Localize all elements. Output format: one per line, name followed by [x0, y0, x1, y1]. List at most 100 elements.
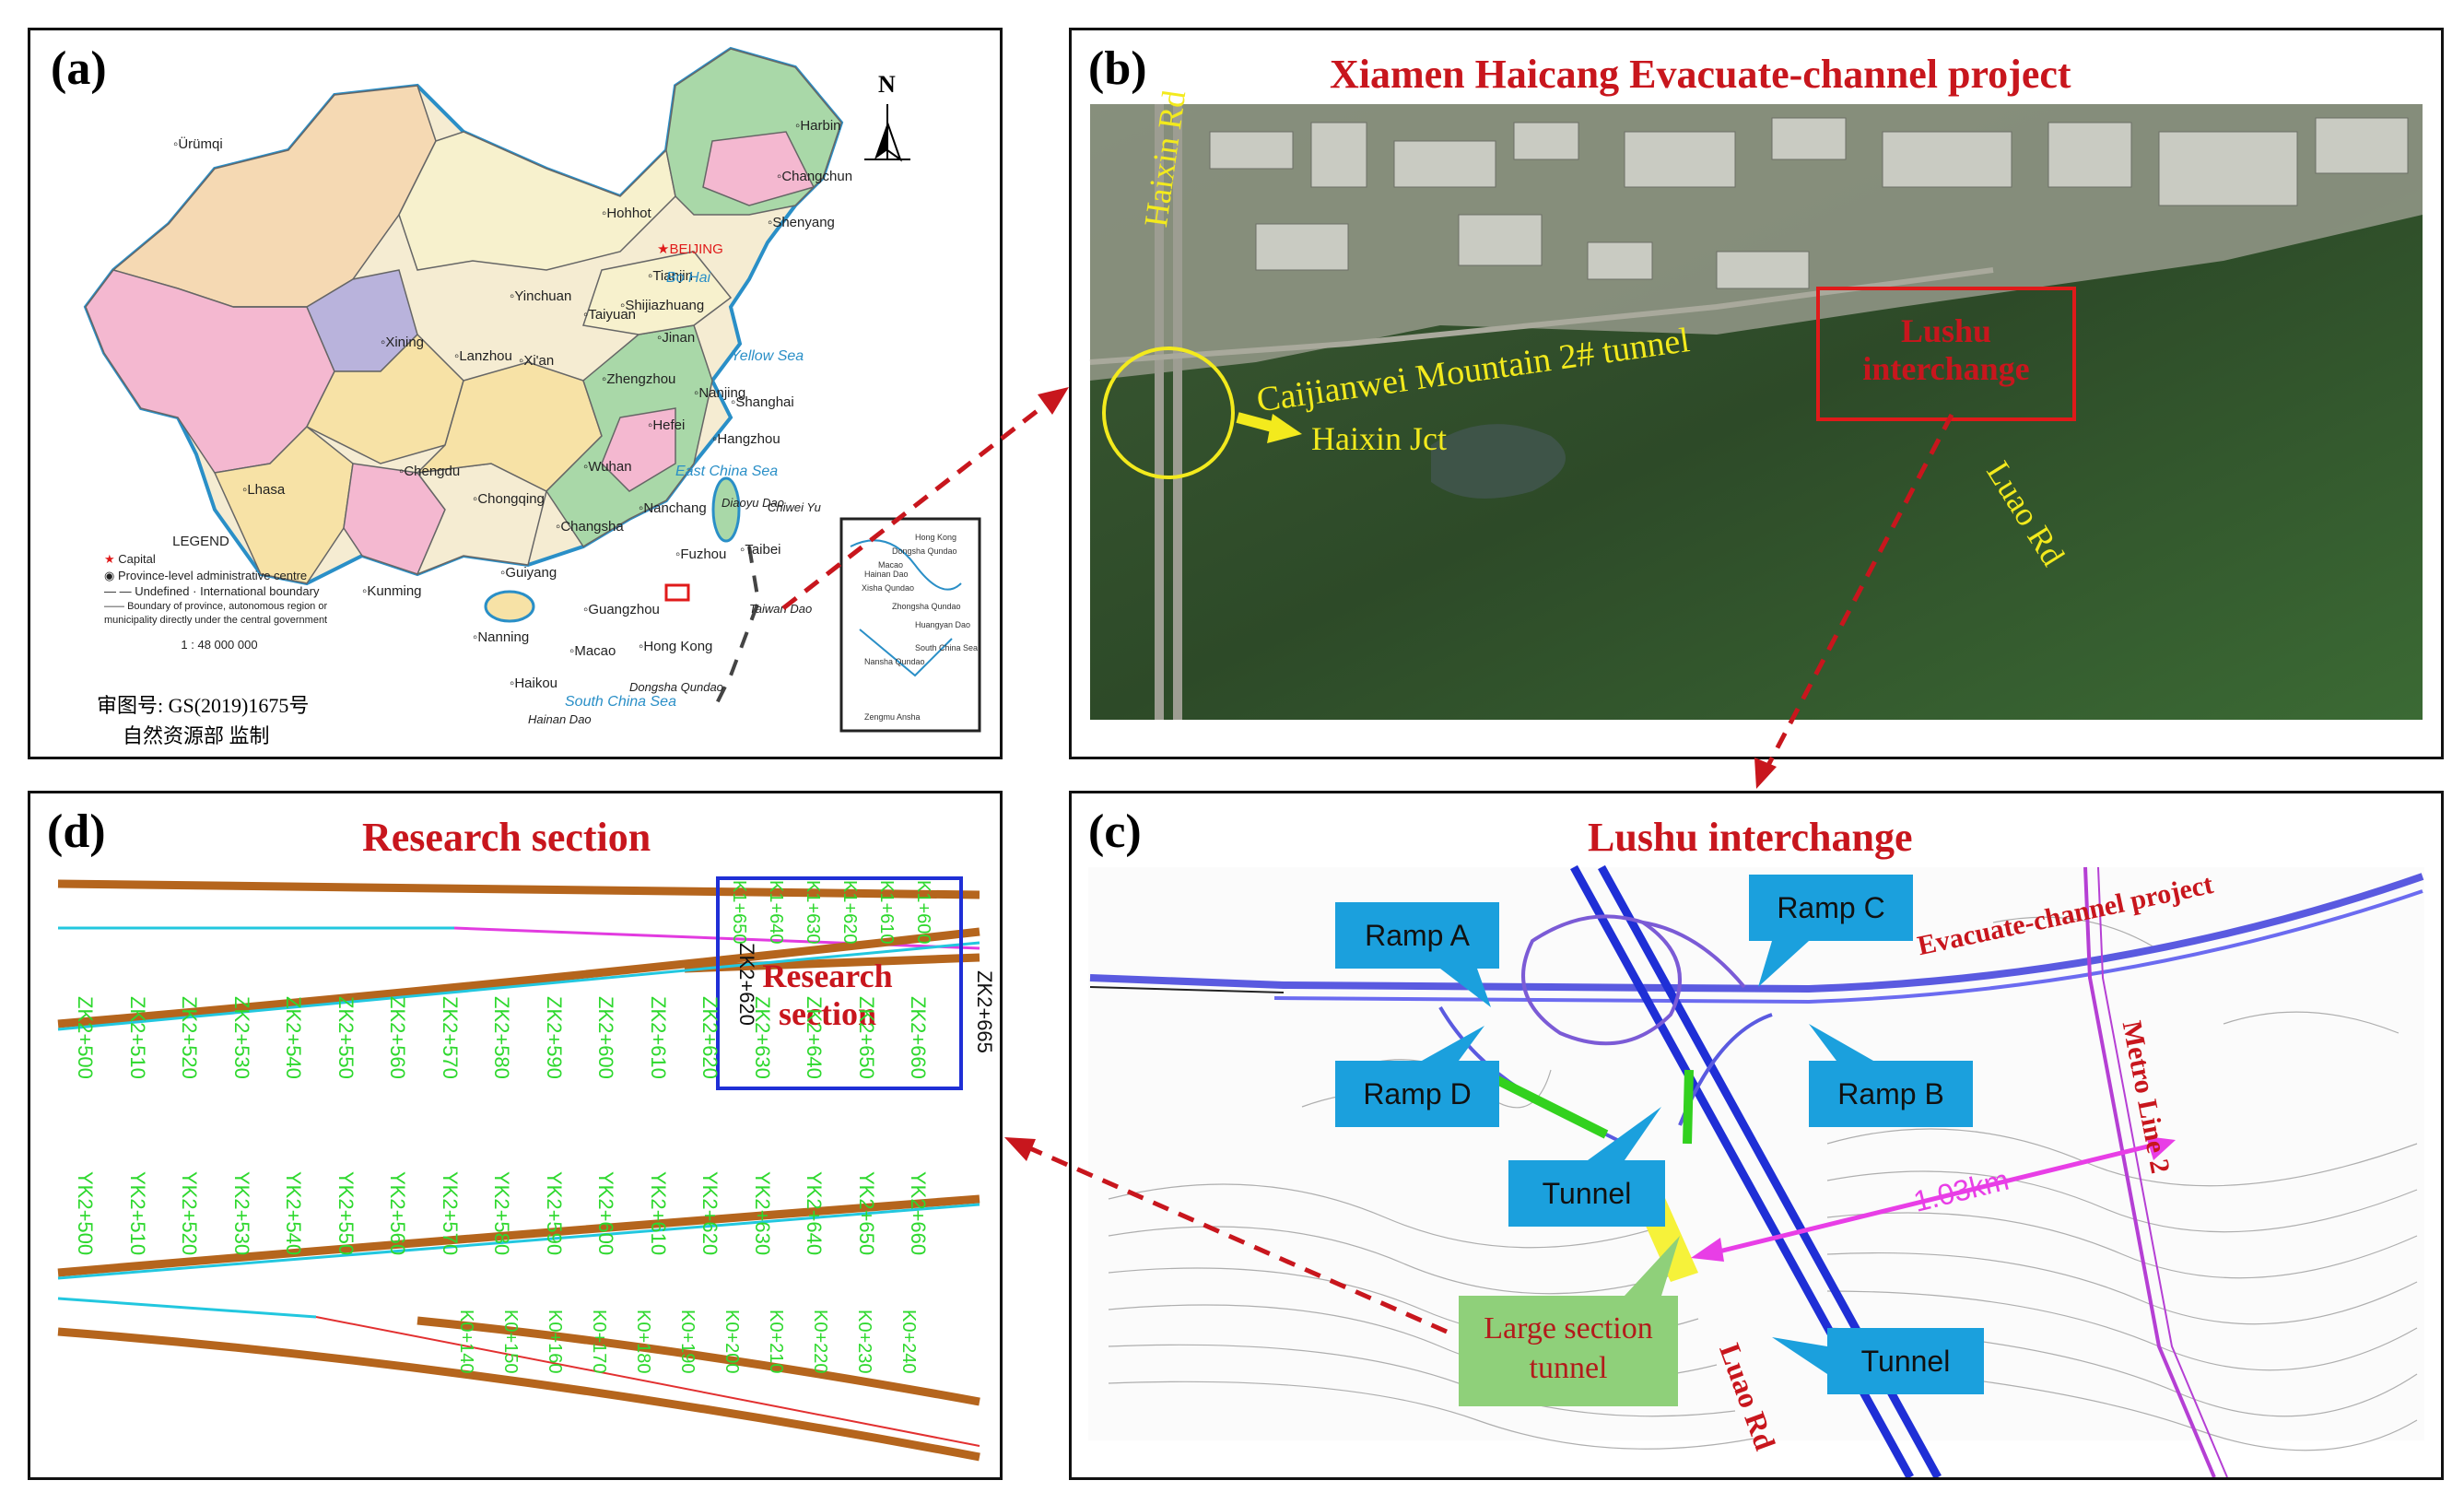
station-label: ZK2+590 — [542, 996, 566, 1079]
station-label: YK2+580 — [490, 1171, 513, 1256]
callout-shapes — [1335, 875, 1984, 1406]
label-lushu-box: Lushu interchange — [1818, 312, 2074, 389]
road-bottom-2 — [417, 1316, 980, 1406]
cyan-line-yk — [57, 1203, 980, 1280]
inset-label: Hong Kong — [915, 533, 957, 542]
city-label: ◦Lhasa — [242, 482, 286, 498]
station-label: ZK2+510 — [125, 996, 149, 1079]
station-label: ZK2+600 — [594, 996, 617, 1079]
station-label: K0+220 — [810, 1310, 830, 1374]
panel-c-title: Lushu interchange — [1588, 815, 1913, 860]
station-label: ZK2+610 — [646, 996, 670, 1079]
large-line-2: tunnel — [1529, 1350, 1608, 1385]
city-label: ◦Taibei — [740, 542, 781, 558]
station-label: YK2+500 — [74, 1171, 97, 1256]
city-label: ◦Nanjing — [694, 385, 746, 401]
city-label: ◦Ürümqi — [173, 136, 223, 152]
city-label: ◦Xining — [381, 335, 425, 350]
city-label: ◦Tianjin — [648, 268, 693, 284]
station-label: K0+210 — [766, 1310, 786, 1374]
place-label: Dongsha Qundao — [629, 680, 723, 694]
research-plan — [57, 876, 980, 1462]
evac-channel — [1089, 873, 2424, 993]
station-label: ZK2+570 — [438, 996, 462, 1079]
heilongjiang-pink — [702, 131, 815, 206]
green-ramp-2 — [1683, 1069, 1694, 1145]
inset-label: Huangyan Dao — [915, 620, 971, 629]
place-label: Hainan Dao — [528, 712, 592, 726]
station-label: ZK2+550 — [334, 996, 358, 1079]
cyan-line-bottom — [57, 1297, 317, 1319]
inset-label: Zhongsha Qundao — [892, 602, 961, 611]
research-line-2: section — [779, 995, 876, 1033]
distance-arrow — [1691, 1136, 2176, 1262]
station-label: YK2+570 — [438, 1171, 462, 1256]
research-box — [716, 876, 963, 1090]
red-line-bottom — [315, 1316, 980, 1447]
shandong — [582, 251, 733, 335]
city-label: ◦Xi'an — [519, 353, 555, 369]
highway — [1155, 104, 1182, 720]
inset-label: Nansha Qundao — [864, 657, 925, 666]
station-label: K1+600 — [913, 880, 933, 945]
legend-province: ◉ Province-level administrative centre — [104, 568, 308, 582]
label-haixin-jct: Haixin Jct — [1311, 420, 1447, 457]
station-label: ZK2+520 — [178, 996, 201, 1079]
panel-c: (c) Lushu interchange Ramp A Ramp C Ramp… — [1069, 791, 2444, 1480]
station-label: ZK2+560 — [386, 996, 409, 1079]
station-label: YK2+520 — [178, 1171, 201, 1256]
station-label: K1+620 — [839, 880, 860, 945]
inset-label: Xisha Qundao — [862, 583, 915, 593]
taiwan — [711, 476, 741, 543]
station-label: K1+610 — [876, 880, 897, 945]
station-label: K0+180 — [633, 1310, 653, 1374]
buildings — [1209, 117, 2409, 289]
satellite-image — [1089, 104, 2423, 720]
road-top — [57, 879, 980, 899]
ramp-c — [1642, 921, 1746, 989]
station-label: ZK2+530 — [229, 996, 253, 1079]
station-label: YK2+640 — [803, 1171, 826, 1256]
city-label: ◦Taiyuan — [583, 307, 637, 323]
research-box-label: Research section — [740, 958, 915, 1034]
sea-label: South China Sea — [565, 694, 676, 710]
station-label: K0+160 — [545, 1310, 565, 1374]
legend-boundary: —— Boundary of province, autonomous regi… — [104, 600, 328, 626]
panel-c-label: (c) — [1088, 805, 1142, 858]
panel-d-title: Research section — [362, 815, 651, 860]
panel-d-label: (d) — [47, 805, 106, 858]
legend-scale: 1 : 48 000 000 — [181, 637, 258, 652]
city-label: ◦Wuhan — [583, 459, 632, 475]
station-label: YK2+610 — [646, 1171, 670, 1256]
city-label: ◦Hangzhou — [712, 431, 780, 447]
lushu-line-2: interchange — [1862, 350, 2030, 388]
station-label: K0+170 — [589, 1310, 609, 1374]
research-line-1: Research — [762, 958, 893, 994]
panel-b-title: Xiamen Haicang Evacuate-channel project — [1330, 52, 2071, 97]
road-yk — [57, 1194, 980, 1277]
city-label: ◦Shanghai — [731, 394, 794, 410]
city-label: ◦Nanning — [473, 629, 530, 645]
ramp-a-label: Ramp A — [1365, 919, 1470, 952]
station-label: ZK2+650 — [854, 996, 878, 1079]
sea-label: Yellow Sea — [731, 348, 804, 364]
place-label: Taiwan Dao — [749, 602, 813, 616]
station-label: YK2+530 — [229, 1171, 253, 1256]
large-line-1: Large section — [1484, 1311, 1653, 1345]
haixin-jct-arrow — [1236, 412, 1302, 443]
panel-a: (a) N ◦Ürümqi◦Harbin◦Changchun◦Shenyang◦… — [28, 28, 1003, 759]
ramp-c-label: Ramp C — [1777, 891, 1885, 924]
city-label: ◦Zhengzhou — [602, 371, 676, 387]
city-label: ◦Haikou — [510, 676, 558, 691]
station-label: YK2+510 — [125, 1171, 149, 1256]
place-label: Chiwei Yu — [768, 500, 821, 514]
road-bottom-1 — [57, 1327, 980, 1462]
station-label: YK2+550 — [334, 1171, 358, 1256]
station-label: K0+230 — [854, 1310, 874, 1374]
city-label: ◦Chongqing — [473, 491, 545, 507]
legend-intl: — — Undefined · International boundary — [104, 584, 320, 599]
inset-label: South China Sea — [915, 643, 979, 652]
city-label: ◦Shijiazhuang — [620, 298, 705, 313]
station-label: YK2+600 — [594, 1171, 617, 1256]
ramp-loop — [1521, 914, 1682, 1046]
